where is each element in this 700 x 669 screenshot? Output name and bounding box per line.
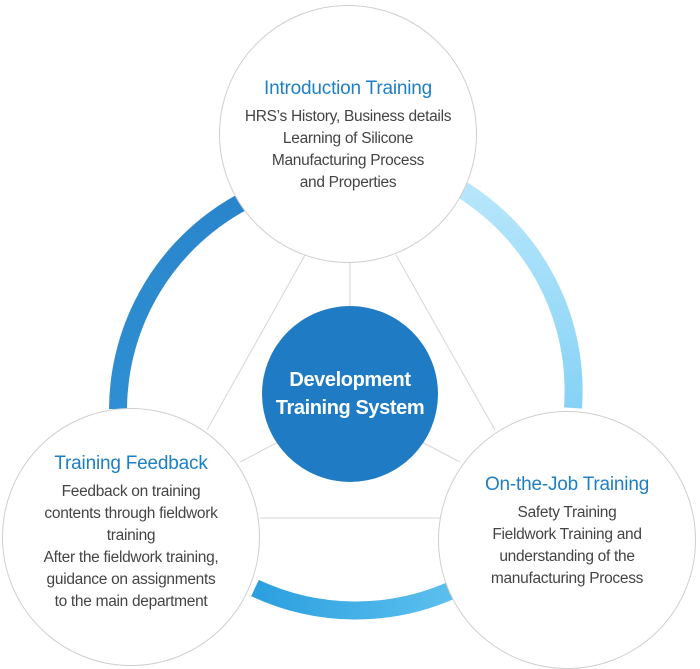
center-hub: Development Training System: [262, 306, 438, 482]
node-text-line: HRS’s History, Business details: [244, 108, 452, 125]
node-text-line: guidance on assignments: [46, 571, 216, 588]
node-text-line: contents through fieldwork: [44, 505, 218, 522]
connector-right-inner: [417, 439, 461, 463]
node-title: Training Feedback: [54, 453, 208, 474]
node-text-line: training: [106, 527, 156, 544]
center-title-line1: Development: [289, 369, 411, 391]
node-text-line: and Properties: [299, 174, 397, 191]
connector-left-inner: [239, 439, 283, 463]
node-training-feedback: Training Feedback Feedback on training c…: [2, 408, 260, 666]
node-on-the-job-training: On-the-Job Training Safety Training Fiel…: [438, 411, 696, 669]
node-text-line: Safety Training: [517, 504, 617, 521]
node-title: On-the-Job Training: [484, 474, 650, 495]
ring-arc-left: [109, 192, 251, 410]
node-text-line: to the main department: [54, 593, 208, 610]
node-text-line: Manufacturing Process: [271, 152, 425, 169]
connector-triangle-right: [395, 254, 496, 431]
ring-arc-bottom: [251, 579, 456, 620]
node-text-line: Learning of Silicone: [282, 130, 414, 147]
connector-triangle-left: [206, 254, 306, 431]
node-text-line: After the fieldwork training,: [43, 549, 219, 566]
node-text-line: understanding of the: [499, 548, 635, 565]
node-introduction-training: Introduction Training HRS’s History, Bus…: [219, 5, 477, 263]
center-title-line2: Training System: [275, 397, 425, 419]
node-title: Introduction Training: [264, 78, 432, 99]
node-text-line: manufacturing Process: [490, 570, 644, 587]
ring-arc-right: [456, 181, 583, 409]
node-text-line: Fieldwork Training and: [492, 526, 642, 543]
node-text-line: Feedback on training: [61, 483, 201, 500]
